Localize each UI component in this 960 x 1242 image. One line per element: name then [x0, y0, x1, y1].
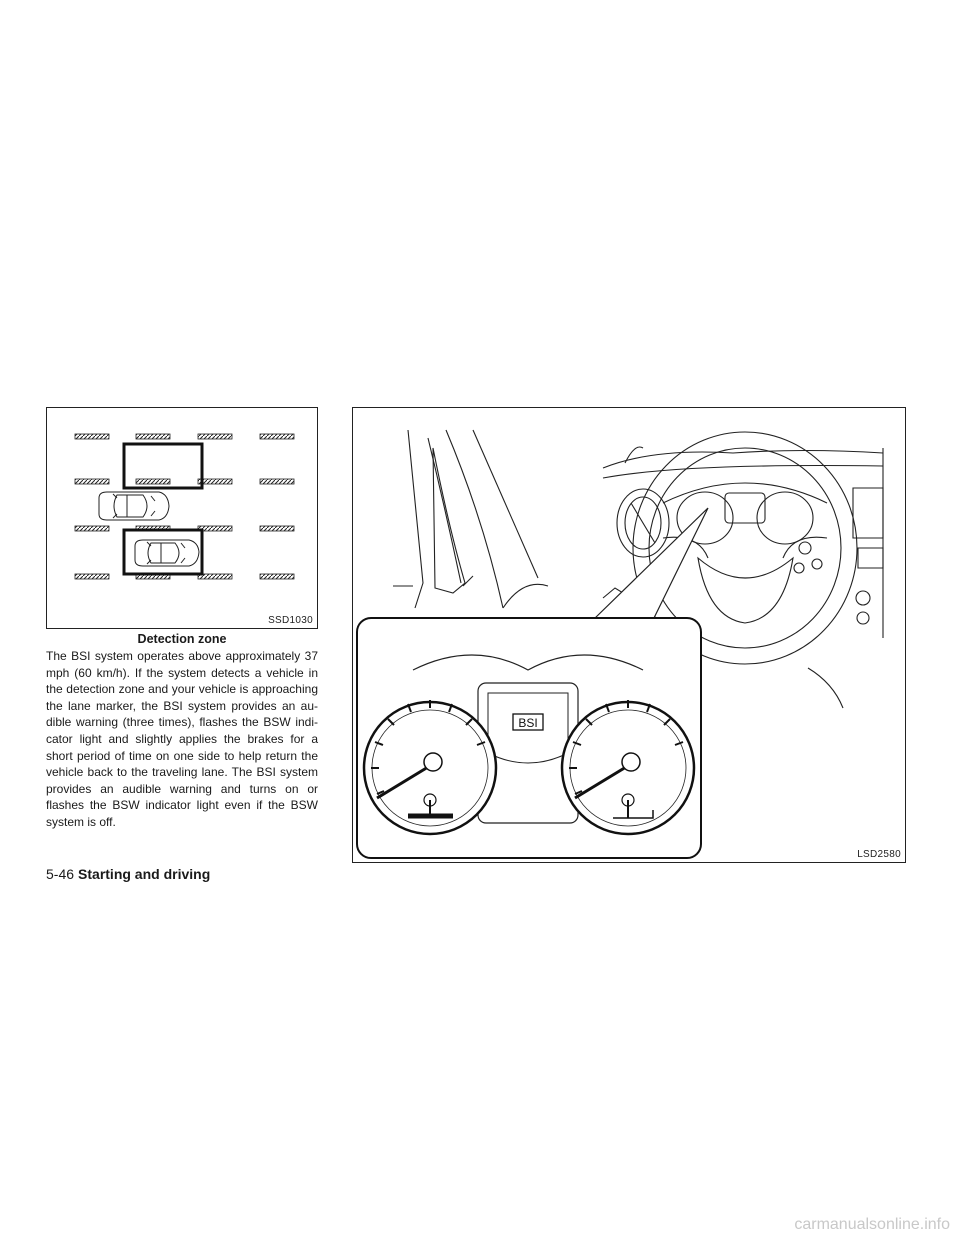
cabin-line-art: [393, 429, 884, 709]
page-number: 5-46: [46, 866, 75, 882]
body-paragraph: The BSI system operates above approximat…: [46, 649, 318, 829]
dashboard-illustration: BSI: [356, 429, 884, 859]
own-vehicle: [134, 539, 200, 567]
right-gauge-ticks: [569, 700, 684, 795]
dashboard-figure: BSI LSD2580: [352, 407, 906, 863]
cluster-callout: BSI: [356, 507, 709, 859]
figure-code-right: LSD2580: [857, 849, 901, 860]
section-title: Starting and driving: [78, 866, 211, 882]
bsi-indicator-label: BSI: [518, 716, 537, 730]
adjacent-vehicle: [98, 491, 170, 521]
left-gauge-ticks: [371, 700, 486, 795]
watermark: carmanualsonline.info: [794, 1216, 950, 1233]
detection-zone-figure: SSD1030: [46, 407, 318, 629]
detection-zone-box-lower: [122, 528, 204, 576]
detection-zone-box-upper: [122, 442, 204, 490]
detection-zone-diagram: [74, 433, 295, 580]
bsi-indicator-light: [512, 713, 544, 731]
figure-code-left: SSD1030: [268, 615, 313, 626]
figure-caption: Detection zone: [137, 632, 227, 646]
